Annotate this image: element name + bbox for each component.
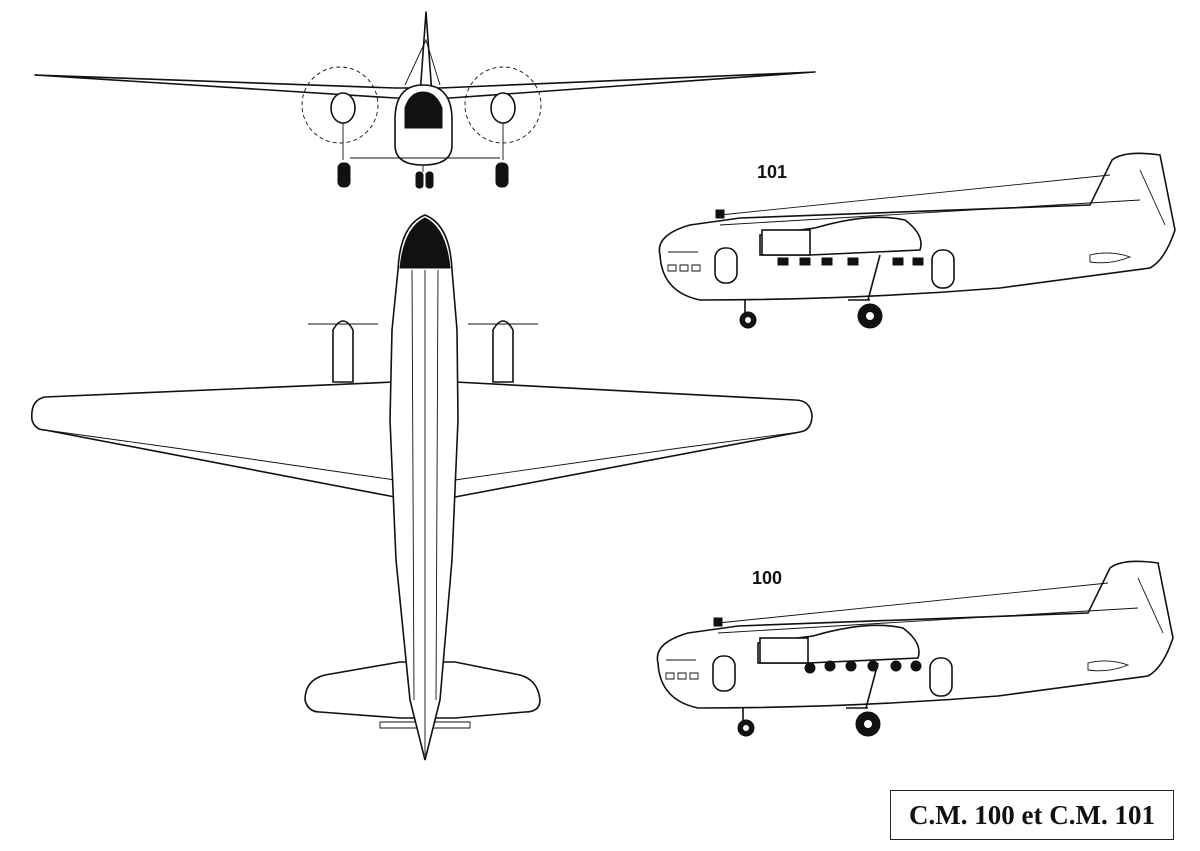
drawing-caption: C.M. 100 et C.M. 101 xyxy=(890,790,1174,840)
right-engine xyxy=(490,92,516,124)
side-view-101 xyxy=(658,152,1176,329)
front-wing xyxy=(34,71,816,99)
side-view-100-label: 100 xyxy=(752,568,783,588)
top-fuselage xyxy=(389,214,459,761)
side-view-100 xyxy=(656,560,1174,737)
top-view xyxy=(30,214,813,761)
right-main-wheel xyxy=(495,162,509,188)
nose-wheel xyxy=(425,171,434,189)
left-engine xyxy=(330,92,356,124)
side-view-101-label: 101 xyxy=(757,162,788,182)
front-view xyxy=(34,11,816,189)
left-propeller-disc xyxy=(301,66,379,144)
left-nacelle xyxy=(332,320,354,383)
right-nacelle xyxy=(492,320,514,383)
left-main-wheel xyxy=(337,162,351,188)
front-fin xyxy=(419,11,433,96)
